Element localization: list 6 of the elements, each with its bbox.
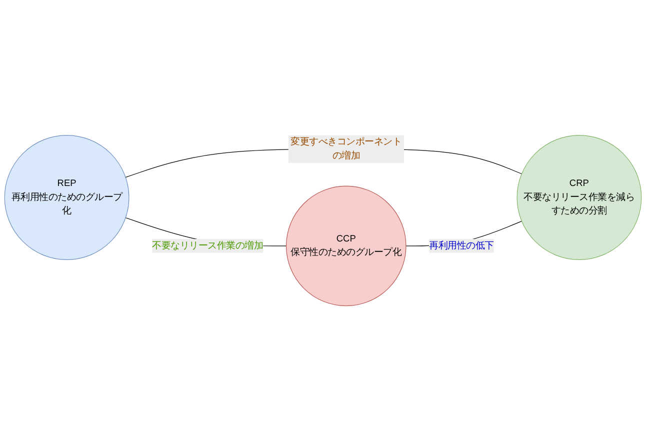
edge-label: 不要なリリース作業の増加: [152, 240, 264, 251]
node-circle: REP 再利用性のためのグループ化: [4, 135, 130, 260]
node-circle: CRP 不要なリリース作業を減らすための分割: [516, 135, 642, 260]
edge-label: 再利用性の低下: [429, 240, 494, 251]
node-circle: CCP 保守性のためのグループ化: [286, 186, 406, 306]
edge-label: 変更すべきコンポーネントの増加: [290, 136, 402, 161]
